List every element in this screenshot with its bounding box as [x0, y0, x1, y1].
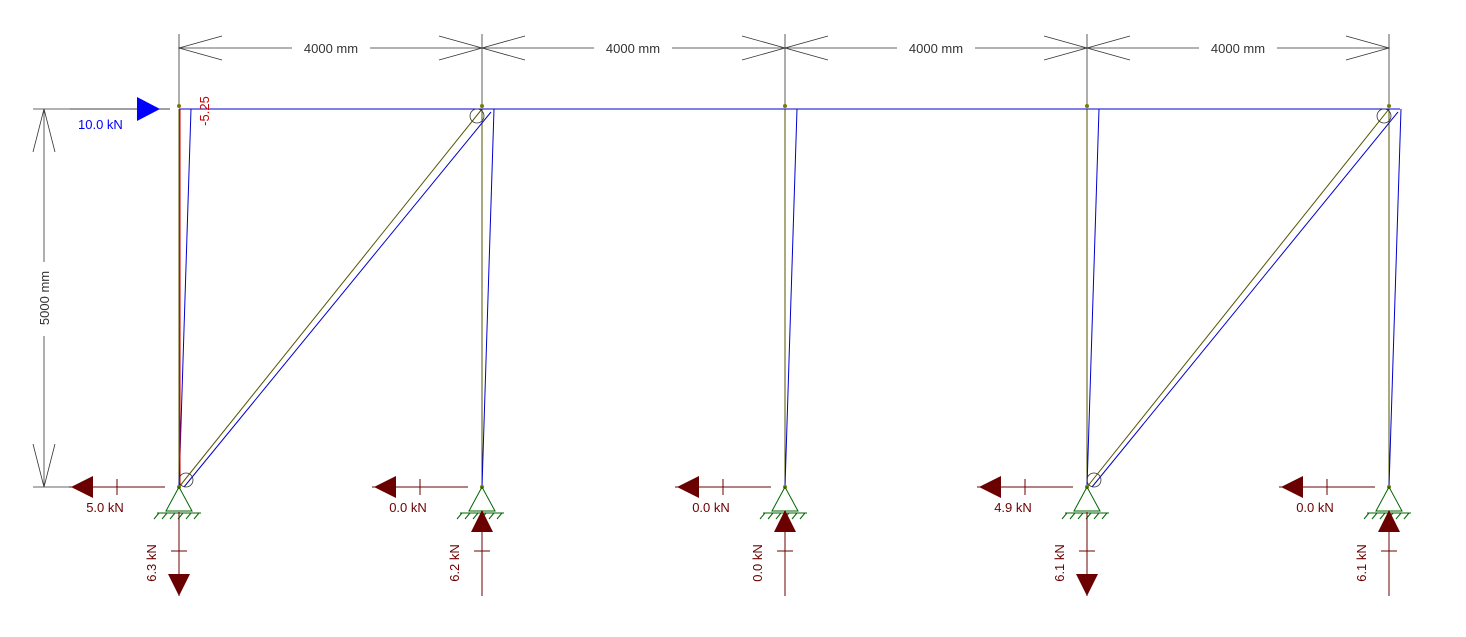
- span-label-1: 4000 mm: [304, 41, 358, 56]
- vertical-reaction-label-2: 6.2 kN: [447, 544, 462, 582]
- vertical-reaction-3: [774, 510, 796, 596]
- vertical-reaction-4: [1076, 512, 1098, 596]
- vertical-reaction-label-5: 6.1 kN: [1354, 544, 1369, 582]
- horizontal-reaction-label-3: 0.0 kN: [692, 500, 730, 515]
- deflected-shape: [178, 108, 1402, 488]
- vertical-reaction-label-4: 6.1 kN: [1052, 544, 1067, 582]
- vertical-reaction-label-3: 0.0 kN: [750, 544, 765, 582]
- vertical-reaction-label-1: 6.3 kN: [144, 544, 159, 582]
- nodes: [177, 104, 1391, 489]
- horizontal-reaction-1: [69, 476, 165, 498]
- span-label-2: 4000 mm: [606, 41, 660, 56]
- pin-support-4: [1061, 485, 1109, 520]
- height-label: 5000 mm: [37, 271, 52, 325]
- horizontal-reaction-label-4: 4.9 kN: [994, 500, 1032, 515]
- horizontal-reaction-2: [372, 476, 468, 498]
- vertical-reaction-1: [168, 512, 190, 596]
- member-force-label: -5.25: [197, 96, 212, 126]
- brace-2: [1086, 108, 1390, 488]
- span-dimensions: 4000 mm 4000 mm 4000 mm 4000 mm: [177, 34, 1391, 104]
- applied-load-label: 10.0 kN: [78, 117, 123, 132]
- span-label-3: 4000 mm: [909, 41, 963, 56]
- height-dimension: 5000 mm: [32, 108, 170, 488]
- span-label-4: 4000 mm: [1211, 41, 1265, 56]
- reactions: 5.0 kN 6.3 kN 0.0 kN 6.2 kN 0.0 kN 0.0 kN 4.9 …: [69, 476, 1400, 596]
- supports: [153, 485, 1411, 520]
- horizontal-reaction-label-5: 0.0 kN: [1296, 500, 1334, 515]
- pin-support-1: [153, 485, 201, 520]
- brace-1: [178, 108, 483, 488]
- horizontal-reaction-label-1: 5.0 kN: [86, 500, 124, 515]
- horizontal-reaction-label-2: 0.0 kN: [389, 500, 427, 515]
- frame-members: [178, 108, 1400, 488]
- applied-load-arrow: [70, 97, 170, 121]
- vertical-reaction-5: [1378, 510, 1400, 596]
- horizontal-reaction-3: [675, 476, 771, 498]
- vertical-reaction-2: [471, 510, 493, 596]
- horizontal-reaction-4: [977, 476, 1073, 498]
- hinges: [178, 108, 1392, 488]
- horizontal-reaction-5: [1279, 476, 1375, 498]
